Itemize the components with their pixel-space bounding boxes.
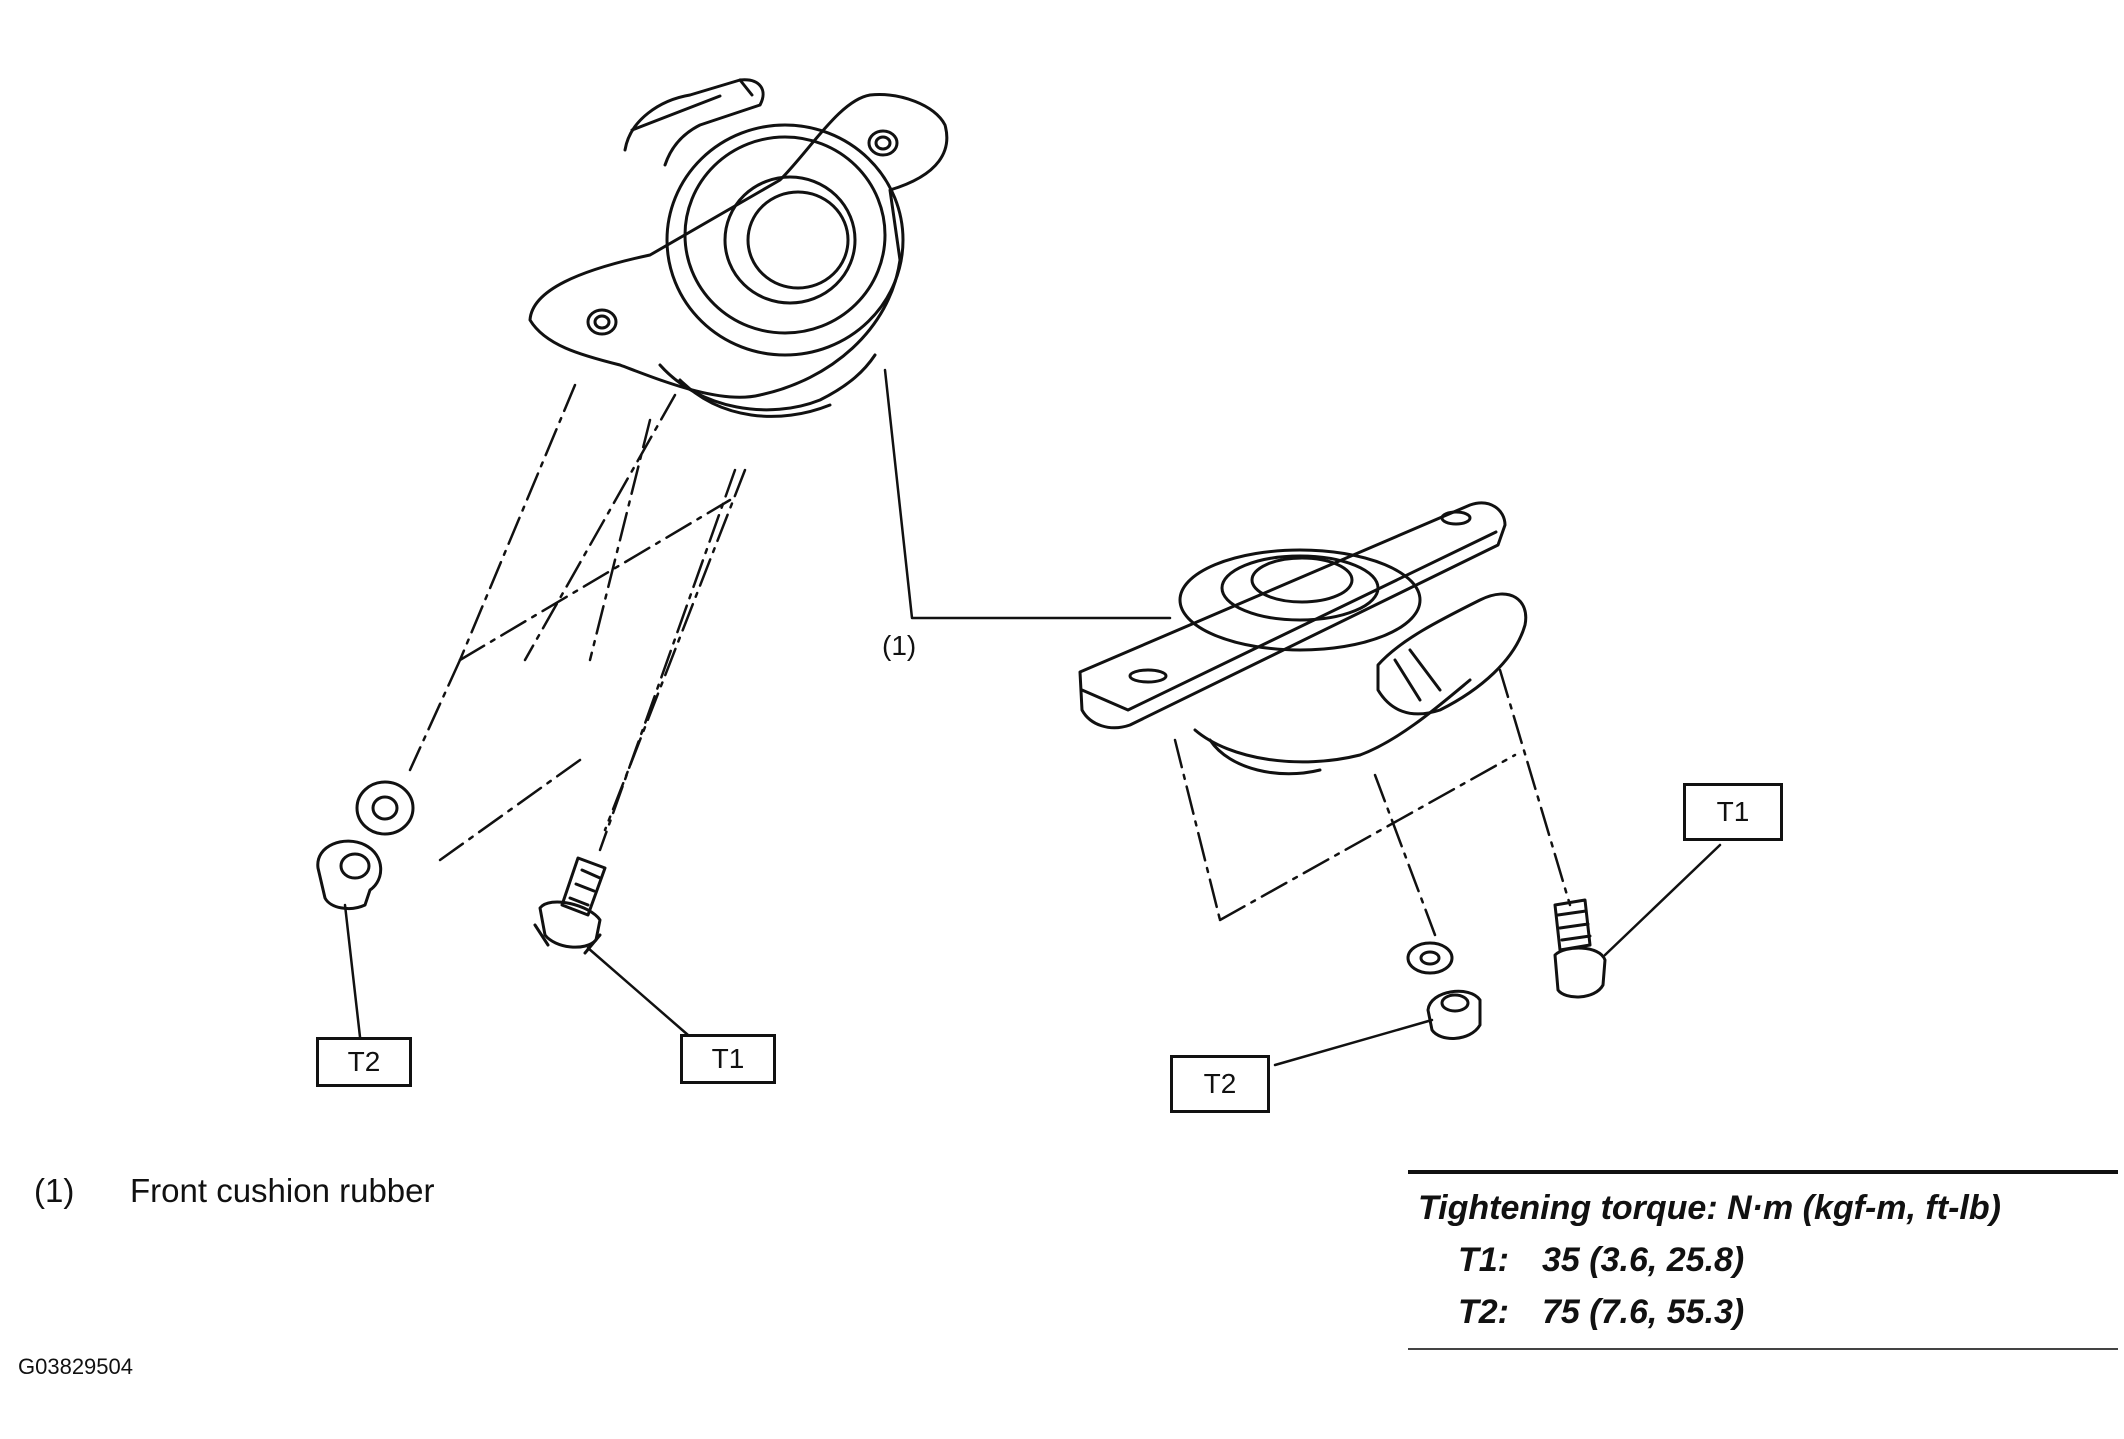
part1-callout: (1) — [882, 630, 917, 661]
torque-spec-row: T2: 75 (7.6, 55.3) — [1408, 1286, 2118, 1338]
parts-legend: (1) Front cushion rubber — [34, 1172, 435, 1210]
torque-tag-t2-right: T2 — [1170, 1055, 1270, 1113]
legend-text: Front cushion rubber — [130, 1172, 435, 1209]
torque-table-title: Tightening torque: N·m (kgf-m, ft-lb) — [1418, 1189, 2001, 1227]
torque-tag-t2-left: T2 — [316, 1037, 412, 1087]
torque-table: Tightening torque: N·m (kgf-m, ft-lb) T1… — [1408, 1170, 2118, 1350]
part1-leader-line — [883, 368, 1172, 620]
nut-lower — [1426, 989, 1482, 1040]
washer-upper — [355, 780, 415, 836]
front-cushion-rubber-lower — [1078, 501, 1528, 776]
torque-spec-label: T2: — [1458, 1293, 1509, 1331]
torque-tag-t1-left: T1 — [680, 1034, 776, 1084]
tag-leader-lines — [343, 843, 1722, 1067]
torque-tag-t1-right: T1 — [1683, 783, 1783, 841]
nut-upper — [316, 839, 383, 910]
torque-spec-value: 35 (3.6, 25.8) — [1542, 1241, 1745, 1279]
torque-spec-row: T1: 35 (3.6, 25.8) — [1408, 1234, 2118, 1286]
assembly-lines-lower — [1173, 668, 1572, 937]
torque-spec-label: T1: — [1458, 1241, 1509, 1279]
front-cushion-rubber-upper — [528, 78, 949, 418]
torque-spec-value: 75 (7.6, 55.3) — [1542, 1293, 1745, 1331]
figure-id: G03829504 — [18, 1354, 133, 1379]
bolt-lower — [1553, 898, 1607, 999]
washer-lower — [1406, 941, 1454, 975]
legend-number: (1) — [34, 1172, 75, 1209]
assembly-lines-upper — [408, 383, 747, 862]
bolt-upper — [533, 856, 607, 955]
